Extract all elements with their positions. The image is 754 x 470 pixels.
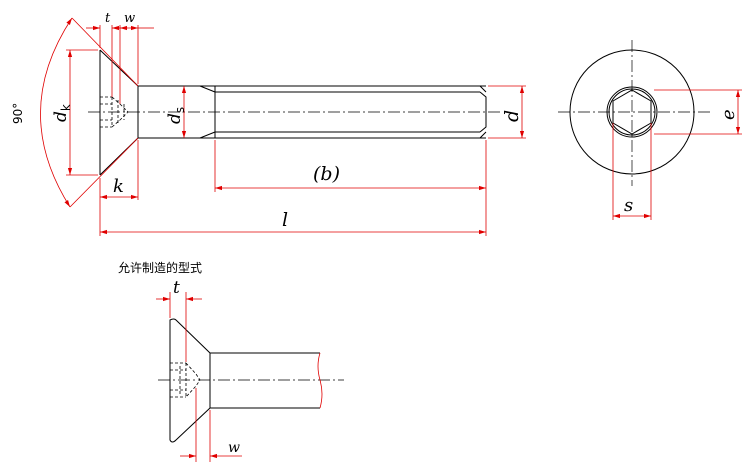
dim-k <box>99 140 139 236</box>
alt-break-line <box>317 352 323 409</box>
label-w: w <box>124 11 135 26</box>
label-d: d <box>501 110 523 122</box>
dim-angle <box>40 17 139 208</box>
label-s: s <box>624 195 633 216</box>
label-t: t <box>105 11 111 26</box>
alt-shank <box>210 352 320 409</box>
hex-socket-hidden <box>100 96 129 128</box>
dim-e <box>654 89 742 135</box>
alt-label-t: t <box>173 278 180 298</box>
hex-socket <box>612 89 652 135</box>
label-ds: ds <box>165 107 187 124</box>
alt-dim-w <box>180 388 242 462</box>
end-view: s e <box>558 40 742 220</box>
label-k: k <box>113 176 124 197</box>
dim-d <box>488 85 526 139</box>
socket-outer-circle <box>606 86 658 138</box>
side-view: t w dk 90° ds k <box>11 11 526 236</box>
label-l: l <box>282 209 288 231</box>
dim-t-w <box>86 25 154 104</box>
socket-cone-hidden <box>117 100 125 124</box>
label-b: (b) <box>313 163 340 185</box>
alternate-form-caption: 允许制造的型式 <box>118 260 202 275</box>
dim-b <box>214 140 487 236</box>
alt-dim-t <box>156 292 202 362</box>
dim-s <box>612 123 652 220</box>
countersunk-head <box>99 49 139 176</box>
threaded-portion <box>214 85 487 139</box>
socket-inner-circle <box>608 88 656 136</box>
label-dk: dk <box>51 104 73 122</box>
alt-label-w: w <box>228 440 240 456</box>
head-outline-circle <box>569 49 695 175</box>
label-e: e <box>718 109 739 120</box>
alternate-form-view: t w <box>156 278 344 462</box>
thread-runout <box>199 85 216 139</box>
alt-socket-hidden <box>170 362 201 398</box>
alt-countersunk-head <box>169 318 211 443</box>
shank <box>138 85 215 139</box>
label-angle: 90° <box>11 103 25 124</box>
